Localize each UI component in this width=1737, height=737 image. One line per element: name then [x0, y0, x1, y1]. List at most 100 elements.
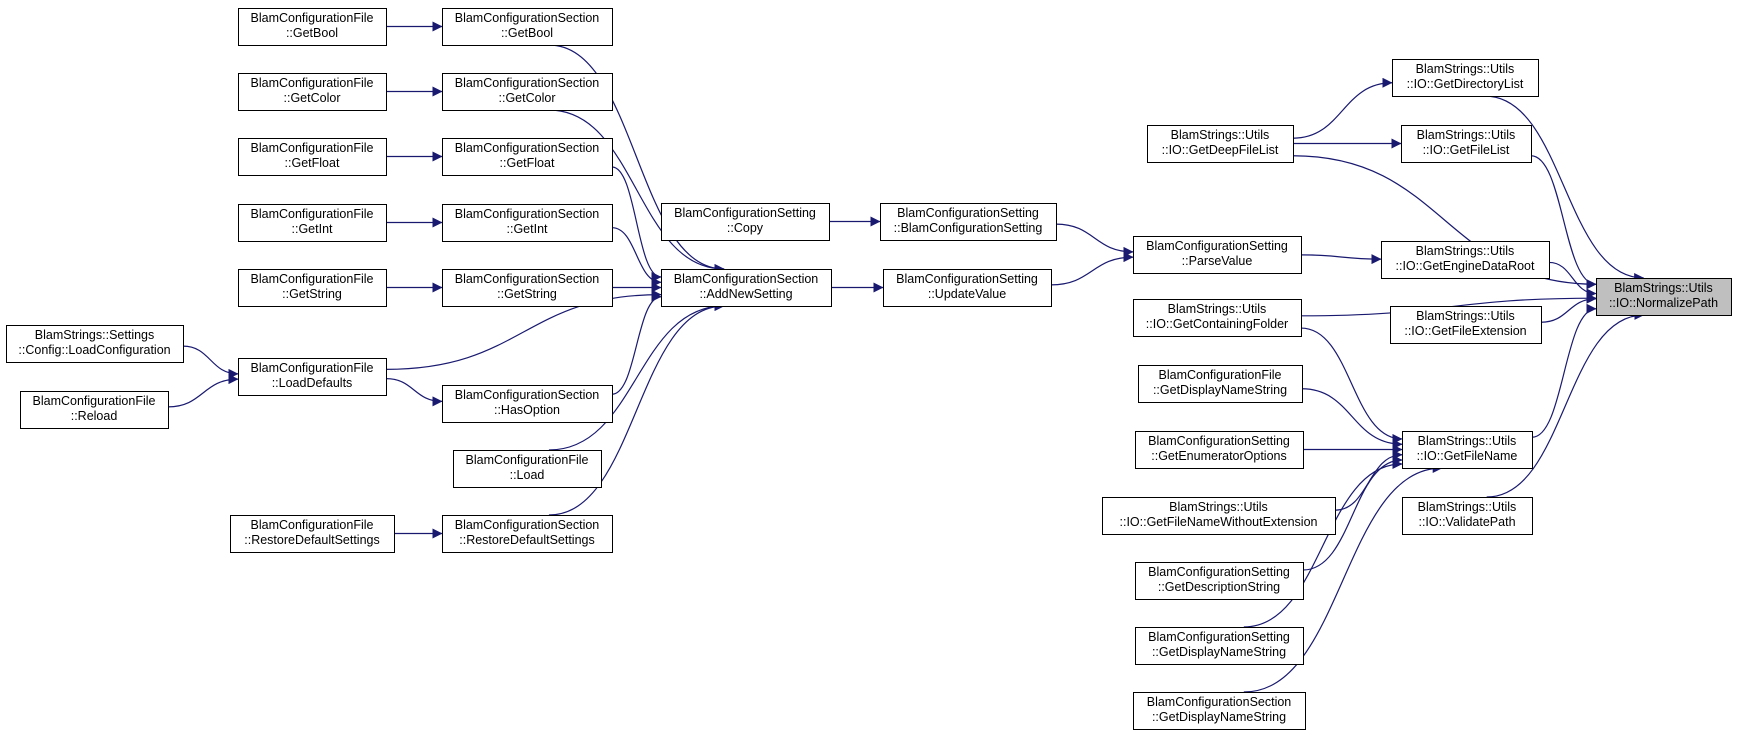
node-cs_hasoption[interactable]: BlamConfigurationSection::HasOption	[442, 385, 613, 423]
node-label-method: ::IO::GetEngineDataRoot	[1396, 259, 1535, 273]
node-box	[1381, 241, 1550, 279]
node-cset_displayname[interactable]: BlamConfigurationSetting::GetDisplayName…	[1135, 627, 1304, 665]
node-box	[442, 73, 613, 111]
node-io_validatepath[interactable]: BlamStrings::Utils::IO::ValidatePath	[1402, 497, 1533, 535]
node-box	[1138, 365, 1303, 403]
node-label-method: ::GetColor	[499, 91, 556, 105]
node-label-method: ::AddNewSetting	[699, 287, 792, 301]
node-box	[1135, 627, 1304, 665]
node-io_filenamenoext[interactable]: BlamStrings::Utils::IO::GetFileNameWitho…	[1102, 497, 1336, 535]
node-label-method: ::IO::GetDeepFileList	[1162, 143, 1279, 157]
node-box	[883, 269, 1052, 307]
edge-cset_update-to-cset_parse	[1050, 252, 1134, 286]
node-label-class: BlamConfigurationSetting	[1148, 434, 1290, 448]
node-cset_enumopts[interactable]: BlamConfigurationSetting::GetEnumeratorO…	[1135, 431, 1304, 469]
edge-cf_displayname-to-io_getfilename	[1301, 388, 1403, 450]
node-label-class: BlamConfigurationFile	[251, 11, 374, 25]
node-cset_ctor[interactable]: BlamConfigurationSetting::BlamConfigurat…	[880, 203, 1057, 241]
node-box	[20, 391, 169, 429]
node-label-method: ::IO::GetContainingFolder	[1146, 317, 1288, 331]
node-io_enginedataroot[interactable]: BlamStrings::Utils::IO::GetEngineDataRoo…	[1381, 241, 1550, 279]
node-io_deepfilelist[interactable]: BlamStrings::Utils::IO::GetDeepFileList	[1147, 125, 1294, 163]
node-label-class: BlamStrings::Utils	[1614, 281, 1713, 295]
edge-settings_loadconfig-to-cf_loaddefaults	[182, 345, 239, 379]
node-label-method: ::Load	[510, 468, 545, 482]
node-cf_reload[interactable]: BlamConfigurationFile::Reload	[20, 391, 169, 429]
node-box	[1402, 497, 1533, 535]
edge-cf_reload-to-cf_loaddefaults	[167, 374, 239, 408]
node-box	[1135, 431, 1304, 469]
node-label-method: ::GetDisplayNameString	[1152, 710, 1286, 724]
node-cs_getcolor[interactable]: BlamConfigurationSection::GetColor	[442, 73, 613, 111]
node-box	[1147, 125, 1294, 163]
node-box	[442, 204, 613, 242]
node-io_getfilename[interactable]: BlamStrings::Utils::IO::GetFileName	[1402, 431, 1533, 469]
node-box	[442, 8, 613, 46]
node-box	[442, 515, 613, 553]
edge-cs_displayname-to-io_getfilename	[1243, 463, 1443, 693]
node-cs_getint[interactable]: BlamConfigurationSection::GetInt	[442, 204, 613, 242]
node-cset_update[interactable]: BlamConfigurationSetting::UpdateValue	[883, 269, 1052, 307]
node-cf_getcolor[interactable]: BlamConfigurationFile::GetColor	[238, 73, 387, 111]
node-label-method: ::GetFloat	[500, 156, 555, 170]
edge-cs_getcolor-to-cs_addnew	[548, 109, 725, 274]
node-box	[238, 138, 387, 176]
node-box	[238, 358, 387, 396]
node-box	[1133, 299, 1302, 337]
node-io_getfilelist[interactable]: BlamStrings::Utils::IO::GetFileList	[1401, 125, 1532, 163]
node-cs_addnew[interactable]: BlamConfigurationSection::AddNewSetting	[661, 269, 832, 307]
node-cf_getint[interactable]: BlamConfigurationFile::GetInt	[238, 204, 387, 242]
node-box	[1401, 125, 1532, 163]
edge-cs_getfloat-to-cs_addnew	[611, 166, 662, 282]
node-label-class: BlamStrings::Utils	[1417, 128, 1516, 142]
node-label-method: ::IO::GetFileNameWithoutExtension	[1120, 515, 1318, 529]
node-cs_restore[interactable]: BlamConfigurationSection::RestoreDefault…	[442, 515, 613, 553]
node-cset_desc[interactable]: BlamConfigurationSetting::GetDescription…	[1135, 562, 1304, 600]
node-cs_displayname[interactable]: BlamConfigurationSection::GetDisplayName…	[1133, 692, 1306, 730]
node-label-method: ::IO::GetFileList	[1423, 143, 1510, 157]
node-cs_getfloat[interactable]: BlamConfigurationSection::GetFloat	[442, 138, 613, 176]
node-cf_displayname[interactable]: BlamConfigurationFile::GetDisplayNameStr…	[1138, 365, 1303, 403]
node-box	[1392, 59, 1539, 97]
node-box	[453, 450, 602, 488]
node-label-class: BlamConfigurationFile	[251, 361, 374, 375]
node-label-class: BlamConfigurationFile	[251, 272, 374, 286]
node-io_getfileext[interactable]: BlamStrings::Utils::IO::GetFileExtension	[1390, 306, 1542, 344]
node-io_normalizepath[interactable]: BlamStrings::Utils::IO::NormalizePath	[1596, 278, 1732, 316]
node-cf_getbool[interactable]: BlamConfigurationFile::GetBool	[238, 8, 387, 46]
node-cf_getstring[interactable]: BlamConfigurationFile::GetString	[238, 269, 387, 307]
node-cf_getfloat[interactable]: BlamConfigurationFile::GetFloat	[238, 138, 387, 176]
node-label-class: BlamConfigurationSetting	[1146, 239, 1288, 253]
edge-io_getfilename-to-io_normalizepath	[1531, 303, 1597, 438]
node-cf_loaddefaults[interactable]: BlamConfigurationFile::LoadDefaults	[238, 358, 387, 396]
node-label-class: BlamConfigurationSection	[455, 272, 600, 286]
edge-io_enginedataroot-to-io_normalizepath	[1548, 261, 1597, 299]
node-label-class: BlamStrings::Utils	[1171, 128, 1270, 142]
node-label-class: BlamStrings::Utils	[1418, 500, 1517, 514]
node-label-class: BlamConfigurationFile	[251, 141, 374, 155]
node-cset_parse[interactable]: BlamConfigurationSetting::ParseValue	[1133, 236, 1302, 274]
node-settings_loadconfig[interactable]: BlamStrings::Settings::Config::LoadConfi…	[6, 325, 184, 363]
node-label-class: BlamConfigurationFile	[33, 394, 156, 408]
edge-cs_restore-to-cs_addnew	[548, 301, 725, 516]
node-io_containingfolder[interactable]: BlamStrings::Utils::IO::GetContainingFol…	[1133, 299, 1302, 337]
node-label-method: ::HasOption	[494, 403, 560, 417]
node-cs_getstring[interactable]: BlamConfigurationSection::GetString	[442, 269, 613, 307]
node-label-class: BlamConfigurationSection	[674, 272, 819, 286]
node-label-method: ::Config::LoadConfiguration	[18, 343, 170, 357]
node-label-method: ::GetInt	[507, 222, 549, 236]
node-cf_load[interactable]: BlamConfigurationFile::Load	[453, 450, 602, 488]
node-cf_restore[interactable]: BlamConfigurationFile::RestoreDefaultSet…	[230, 515, 395, 553]
node-box	[6, 325, 184, 363]
node-box	[442, 269, 613, 307]
node-cs_getbool[interactable]: BlamConfigurationSection::GetBool	[442, 8, 613, 46]
node-box	[1390, 306, 1542, 344]
node-io_getdirlist[interactable]: BlamStrings::Utils::IO::GetDirectoryList	[1392, 59, 1539, 97]
node-label-method: ::GetDisplayNameString	[1153, 383, 1287, 397]
node-label-method: ::IO::NormalizePath	[1609, 296, 1718, 310]
node-cset_copy[interactable]: BlamConfigurationSetting::Copy	[661, 203, 830, 241]
edge-io_deepfilelist-to-io_getdirlist	[1292, 77, 1393, 139]
node-label-method: ::ParseValue	[1182, 254, 1253, 268]
node-label-class: BlamConfigurationSection	[455, 207, 600, 221]
